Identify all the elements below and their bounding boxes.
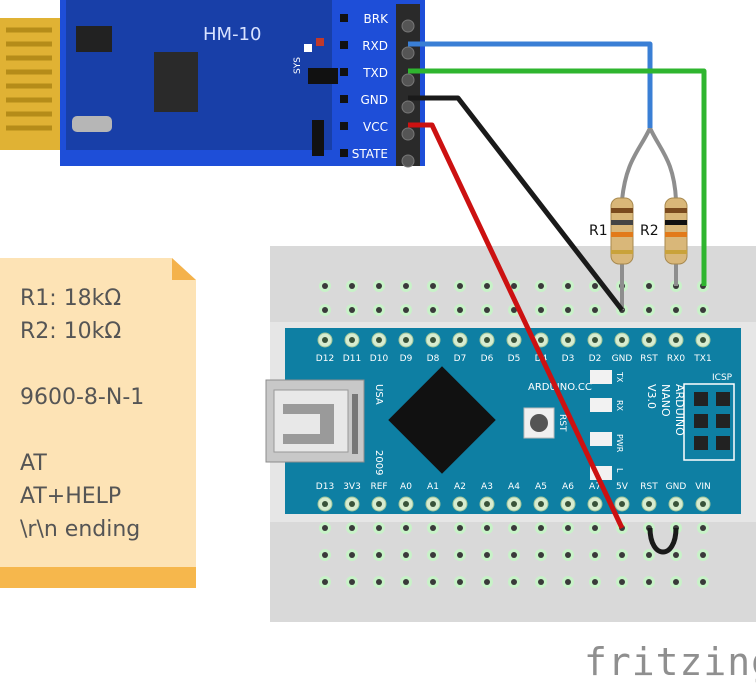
module-pin — [401, 19, 415, 33]
pin-label: D11 — [343, 354, 361, 364]
note-text: R1: 18kΩ R2: 10kΩ ​ 9600-8-N-1 ​ AT AT+HELP \r\… — [20, 282, 144, 546]
ble-chip — [154, 52, 198, 112]
sys-label: SYS — [293, 57, 303, 74]
module-pin-label: GND — [360, 93, 388, 107]
module-pin — [401, 127, 415, 141]
pin-label: TX1 — [693, 354, 711, 364]
module-pin-label: TXD — [362, 66, 388, 80]
led-label: TX — [615, 371, 624, 383]
led-label: RX — [615, 400, 624, 412]
pin-label: 5V — [616, 482, 629, 492]
pin-label: VIN — [695, 482, 711, 492]
r2-label: R2 — [640, 223, 659, 239]
module-pin-label: VCC — [363, 120, 388, 134]
wire-gnd — [408, 95, 624, 312]
wire-txd — [408, 68, 707, 286]
icsp-label: ICSP — [712, 373, 733, 383]
pin-label: D12 — [316, 354, 334, 364]
note-line: R2: 10kΩ — [20, 319, 122, 344]
pin-label: D10 — [370, 354, 389, 364]
breadboard-holes — [319, 280, 709, 588]
pin-label: A5 — [535, 482, 547, 492]
pin-label: D7 — [454, 354, 467, 364]
usb-label: USA — [373, 384, 384, 405]
pin-label: D6 — [481, 354, 494, 364]
icsp-header: ICSP — [683, 373, 735, 461]
module-pin — [401, 73, 415, 87]
note-line: AT — [20, 451, 47, 476]
note-line: 9600-8-N-1 — [20, 385, 145, 410]
icsp-pin — [694, 392, 708, 406]
note-line: ​ — [20, 414, 144, 447]
usb-connector — [265, 379, 365, 463]
led-label: L — [615, 468, 624, 473]
pin-label: A0 — [400, 482, 412, 492]
reset-button: RST — [523, 407, 567, 439]
resistor-divider: R1 R2 — [589, 127, 688, 310]
pin-label: RST — [640, 482, 658, 492]
pin-label: D2 — [589, 354, 602, 364]
icsp-pin — [694, 436, 708, 450]
pin-label: A7 — [589, 482, 601, 492]
wire-gnd-jumper — [647, 527, 679, 555]
pin-label: RX0 — [667, 354, 685, 364]
note-line: R1: 18kΩ — [20, 286, 122, 311]
pin-label: 3V3 — [343, 482, 361, 492]
board-title-line: NANO — [659, 384, 672, 417]
module-pin-label: RXD — [362, 39, 388, 53]
fritzing-watermark: fritzing — [584, 640, 756, 684]
rst-label: RST — [557, 414, 567, 432]
note-line: AT+HELP — [20, 484, 122, 509]
resistor-r2 — [664, 197, 688, 265]
brand-label: ARDUINO.CC — [528, 382, 592, 393]
module-pin — [401, 154, 415, 168]
wires — [408, 41, 707, 555]
r1-label: R1 — [589, 223, 608, 239]
led-label: PWR — [615, 434, 624, 453]
module-pin-label: STATE — [352, 147, 388, 161]
icsp-pin — [694, 414, 708, 428]
module-pin-label: BRK — [364, 12, 390, 26]
module-pin — [401, 100, 415, 114]
arduino-nano: USA 2009 RST ARDUINO.CC TX RX PWR L ARDUINO… — [265, 328, 741, 514]
pin-label: D8 — [427, 354, 440, 364]
led — [590, 370, 612, 384]
pin-label: D5 — [508, 354, 521, 364]
pin-label: GND — [612, 354, 633, 364]
pin-label: A6 — [562, 482, 574, 492]
wire-rxd — [408, 41, 653, 128]
note-line: \r\n ending — [20, 517, 141, 542]
pin-label: REF — [370, 482, 387, 492]
icsp-pin — [716, 414, 730, 428]
bottom-pin-row: D13 3V3 REF A0 A1 A2 A3 A4 A5 A6 A7 5V RST GND VIN — [316, 482, 711, 512]
led — [590, 432, 612, 446]
board-title-line: ARDUINO — [673, 384, 686, 436]
pin-label: D9 — [400, 354, 413, 364]
pin-label: A1 — [427, 482, 439, 492]
hm10-module: HM-10 SYS BRK RXD TXD GND VCC STATE — [0, 0, 425, 168]
wire-vcc — [408, 122, 625, 530]
pin-label: RST — [640, 354, 658, 364]
led — [590, 398, 612, 412]
resistor-r1 — [610, 197, 634, 265]
note-line: ​ — [20, 348, 144, 381]
pin-label: GND — [666, 482, 687, 492]
pin-label: D3 — [562, 354, 575, 364]
icsp-pin — [716, 392, 730, 406]
pin-label: A4 — [508, 482, 520, 492]
pin-label: A3 — [481, 482, 493, 492]
pin-label: A2 — [454, 482, 466, 492]
microcontroller-chip — [388, 366, 496, 474]
pin-label: D13 — [316, 482, 334, 492]
module-pin — [401, 46, 415, 60]
note-card — [0, 258, 196, 588]
module-title: HM-10 — [203, 24, 261, 45]
icsp-pin — [716, 436, 730, 450]
board-title-line: V3.0 — [645, 384, 658, 409]
year-label: 2009 — [373, 450, 384, 475]
module-pin-header: BRK RXD TXD GND VCC STATE — [340, 4, 420, 168]
